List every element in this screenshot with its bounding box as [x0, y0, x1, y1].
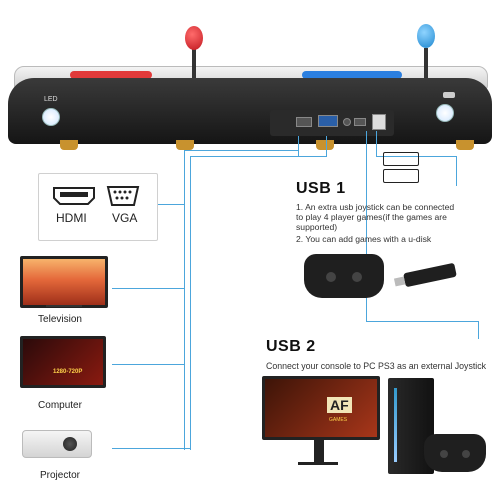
connector-line [366, 131, 367, 321]
vga-port [318, 115, 338, 127]
usb-ports-icon [383, 152, 419, 184]
blue-joystick-ball [417, 24, 435, 48]
connector-line [184, 150, 185, 450]
console-body [8, 78, 492, 144]
mini-usb-port [354, 118, 366, 126]
gamepad-image [304, 254, 384, 298]
usb1-line1: 1. An extra usb joystick can be connecte… [296, 202, 455, 212]
pc-tower-light-strip [394, 388, 397, 462]
connector-line [156, 204, 184, 205]
television-stand [46, 305, 82, 307]
vga-connector-icon [106, 186, 140, 206]
connector-line [190, 156, 191, 450]
vga-label: VGA [112, 211, 138, 225]
connector-line [112, 448, 190, 449]
connector-line [376, 131, 377, 157]
usb-port-icon [383, 152, 419, 166]
left-led-button [42, 108, 60, 126]
connector-line [456, 156, 457, 186]
right-led-button [436, 104, 454, 122]
video-ports-box [38, 173, 158, 241]
led-label: LED [44, 96, 58, 103]
computer-monitor-image: 1280-720P [20, 336, 106, 388]
pc-monitor-base [298, 462, 338, 465]
connector-line [326, 136, 327, 156]
red-joystick-ball [185, 26, 203, 50]
foot-1 [60, 140, 78, 150]
usb-port-icon [383, 169, 419, 183]
computer-screen-text: 1280-720P [53, 369, 83, 375]
connector-line [478, 321, 479, 339]
connector-line [366, 321, 478, 322]
hdmi-label: HDMI [56, 211, 87, 225]
hdmi-connector-icon [53, 187, 95, 205]
projector-image [22, 430, 92, 458]
player2-buttons [302, 71, 402, 79]
pc-monitor-screen: AF GAMES [265, 379, 377, 437]
blue-joystick-shaft [424, 48, 428, 78]
projector-lens [63, 437, 77, 451]
connector-line [184, 150, 299, 151]
ps3-controller-image [424, 434, 486, 472]
usb2-title: USB 2 [266, 338, 316, 355]
usb1-line4: 2. You can add games with a u-disk [296, 234, 432, 244]
computer-label: Computer [38, 400, 82, 411]
usb-port-stack [372, 114, 386, 130]
connector-line [112, 288, 184, 289]
connector-line [112, 364, 184, 365]
pc-monitor-stand [314, 440, 324, 464]
television-image [20, 256, 108, 308]
television-label: Television [38, 314, 82, 325]
brand-badge [443, 92, 455, 98]
monitor-game-logo: AF [327, 397, 352, 413]
usb-dongle-plug [393, 276, 406, 287]
monitor-game-subtitle: GAMES [329, 417, 348, 423]
audio-port [343, 118, 351, 126]
foot-3 [316, 140, 334, 150]
foot-4 [456, 140, 474, 150]
foot-2 [176, 140, 194, 150]
connector-line [376, 156, 456, 157]
usb2-desc: Connect your console to PC PS3 as an ext… [266, 361, 487, 371]
connector-line [190, 156, 327, 157]
pc-monitor-image: AF GAMES [262, 376, 380, 440]
red-joystick-shaft [192, 48, 196, 78]
gamepad-right-stick [352, 272, 362, 282]
hdmi-port [296, 117, 312, 127]
usb1-line2: to play 4 player games(if the games are [296, 212, 447, 222]
gamepad-left-stick [326, 272, 336, 282]
player1-buttons [70, 71, 152, 79]
controller-right-stick [462, 450, 470, 458]
projector-label: Projector [39, 470, 80, 481]
usb1-line3: supported) [296, 222, 338, 232]
controller-left-stick [440, 450, 448, 458]
usb1-title: USB 1 [296, 180, 346, 197]
connector-line [298, 136, 299, 156]
usb-dongle-image [393, 262, 457, 288]
